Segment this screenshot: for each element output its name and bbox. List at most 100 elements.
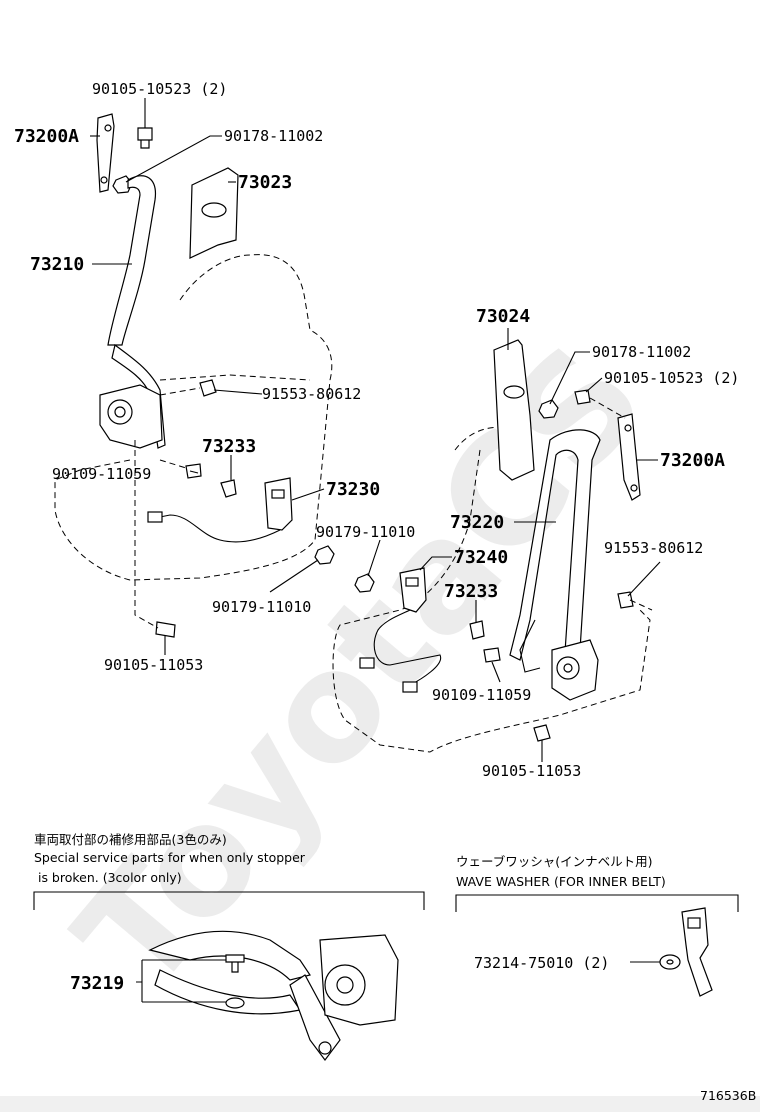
right-belt-strap-edge xyxy=(519,619,541,673)
left-floor-guide xyxy=(134,440,159,629)
label-90109-11059-right: 90109-11059 xyxy=(432,686,531,704)
stopper-button-bottom xyxy=(225,997,245,1009)
right-belt-webbing xyxy=(509,429,601,661)
leader xyxy=(291,488,325,501)
label-90179-11010-left: 90179-11010 xyxy=(212,598,311,616)
right-seat-belt-assembly xyxy=(332,328,661,762)
leader xyxy=(213,389,263,395)
wave-washer-en: WAVE WASHER (FOR INNER BELT) xyxy=(456,874,666,889)
left-lower-bolt xyxy=(185,463,202,479)
left-buckle-wire xyxy=(154,514,281,543)
left-seat-outline xyxy=(54,254,333,581)
wave-washer-detail xyxy=(630,907,713,997)
label-91553-80612-right: 91553-80612 xyxy=(604,539,703,557)
wave-washer-jp: ウェーブワッシャ(インナベルト用) xyxy=(456,854,653,869)
left-nut xyxy=(112,175,133,194)
service-note-en-line2: is broken. (3color only) xyxy=(34,870,182,885)
label-90178-11002-left: 90178-11002 xyxy=(224,127,323,145)
label-90105-10523-right: 90105-10523 (2) xyxy=(604,369,739,387)
left-adjuster-hole xyxy=(104,124,112,132)
left-pillar-slot xyxy=(201,202,227,218)
stopper-retractor-hub xyxy=(336,976,354,994)
right-adjuster-hole xyxy=(624,424,632,432)
inner-buckle-slot xyxy=(687,917,701,929)
label-90105-10523-left: 90105-10523 (2) xyxy=(92,80,227,98)
right-buckle xyxy=(399,567,427,613)
right-adjuster-hole xyxy=(630,484,638,492)
label-73220: 73220 xyxy=(450,512,504,533)
right-adjuster-guide xyxy=(589,397,626,419)
label-90178-11002-right: 90178-11002 xyxy=(592,343,691,361)
left-anchor-bolt xyxy=(137,127,153,149)
left-seat-edge xyxy=(159,374,311,381)
label-90179-11010-right: 90179-11010 xyxy=(316,523,415,541)
left-belt-webbing xyxy=(107,175,156,346)
stopper-tongue-hole xyxy=(318,1041,332,1055)
leader xyxy=(585,377,603,393)
right-wire-connector xyxy=(359,657,375,669)
left-buckle-nut xyxy=(314,545,335,565)
label-73230: 73230 xyxy=(326,479,380,500)
right-pillar-cover xyxy=(493,339,535,481)
left-wire-connector xyxy=(147,511,163,523)
right-wire-connector-2 xyxy=(402,681,418,693)
left-adjuster-hole xyxy=(100,176,108,184)
diagram-code: 716536B xyxy=(700,1088,756,1103)
service-note-jp: 車両取付部の補修用部品(3色のみ) xyxy=(34,832,227,847)
label-73240: 73240 xyxy=(454,547,508,568)
label-90109-11059-left: 90109-11059 xyxy=(52,465,151,483)
wave-washer-bracket xyxy=(455,894,739,912)
stopper-tongue xyxy=(289,974,341,1061)
stopper-detail xyxy=(136,930,399,1061)
service-note-en-line1: Special service parts for when only stop… xyxy=(34,850,306,865)
leader xyxy=(491,661,501,683)
wave-washer-hole xyxy=(666,959,674,965)
left-seat-belt-assembly xyxy=(54,98,335,655)
right-retractor-guide xyxy=(629,599,653,611)
left-buckle xyxy=(264,477,293,531)
stopper-bracket xyxy=(136,959,226,1003)
service-note-bracket xyxy=(33,891,425,910)
label-73023: 73023 xyxy=(238,172,292,193)
stopper-button-top xyxy=(225,954,245,973)
label-73210: 73210 xyxy=(30,254,84,275)
right-height-adjuster xyxy=(617,413,641,501)
right-anchor-cover xyxy=(469,620,485,640)
label-73214-75010: 73214-75010 (2) xyxy=(474,954,609,972)
label-73219: 73219 xyxy=(70,973,124,994)
right-lower-bolt xyxy=(483,647,501,663)
left-height-adjuster xyxy=(96,113,115,193)
leader xyxy=(419,556,452,571)
left-lower-guide xyxy=(159,459,187,469)
leader xyxy=(269,559,319,593)
label-91553-80612-left: 91553-80612 xyxy=(262,385,361,403)
left-anchor-cover xyxy=(220,479,237,498)
left-bolt-guide xyxy=(159,387,201,396)
right-buckle-wire xyxy=(373,609,442,686)
right-buckle-slot xyxy=(405,577,419,587)
right-retractor-hub xyxy=(563,663,573,673)
right-buckle-nut xyxy=(354,573,375,593)
label-73024: 73024 xyxy=(476,306,530,327)
inner-belt-buckle xyxy=(681,907,713,997)
left-floor-bolt xyxy=(155,621,176,638)
left-retractor-bolt xyxy=(199,379,217,397)
label-73200a-left: 73200A xyxy=(14,126,79,147)
leader xyxy=(549,351,590,405)
right-anchor-bolt xyxy=(574,389,591,405)
footer-band xyxy=(0,1096,760,1112)
right-pillar-slot xyxy=(503,385,525,399)
label-73200a-right: 73200A xyxy=(660,450,725,471)
leader xyxy=(367,539,381,577)
label-90105-11053-left: 90105-11053 xyxy=(104,656,203,674)
leader xyxy=(189,470,199,474)
leader xyxy=(125,135,222,183)
label-73233-right: 73233 xyxy=(444,581,498,602)
right-floor-bolt xyxy=(533,724,551,742)
left-retractor-hub xyxy=(114,406,126,418)
label-90105-11053-right: 90105-11053 xyxy=(482,762,581,780)
left-buckle-slot xyxy=(271,489,285,499)
label-73233-left: 73233 xyxy=(202,436,256,457)
right-retractor-bolt xyxy=(617,591,634,609)
